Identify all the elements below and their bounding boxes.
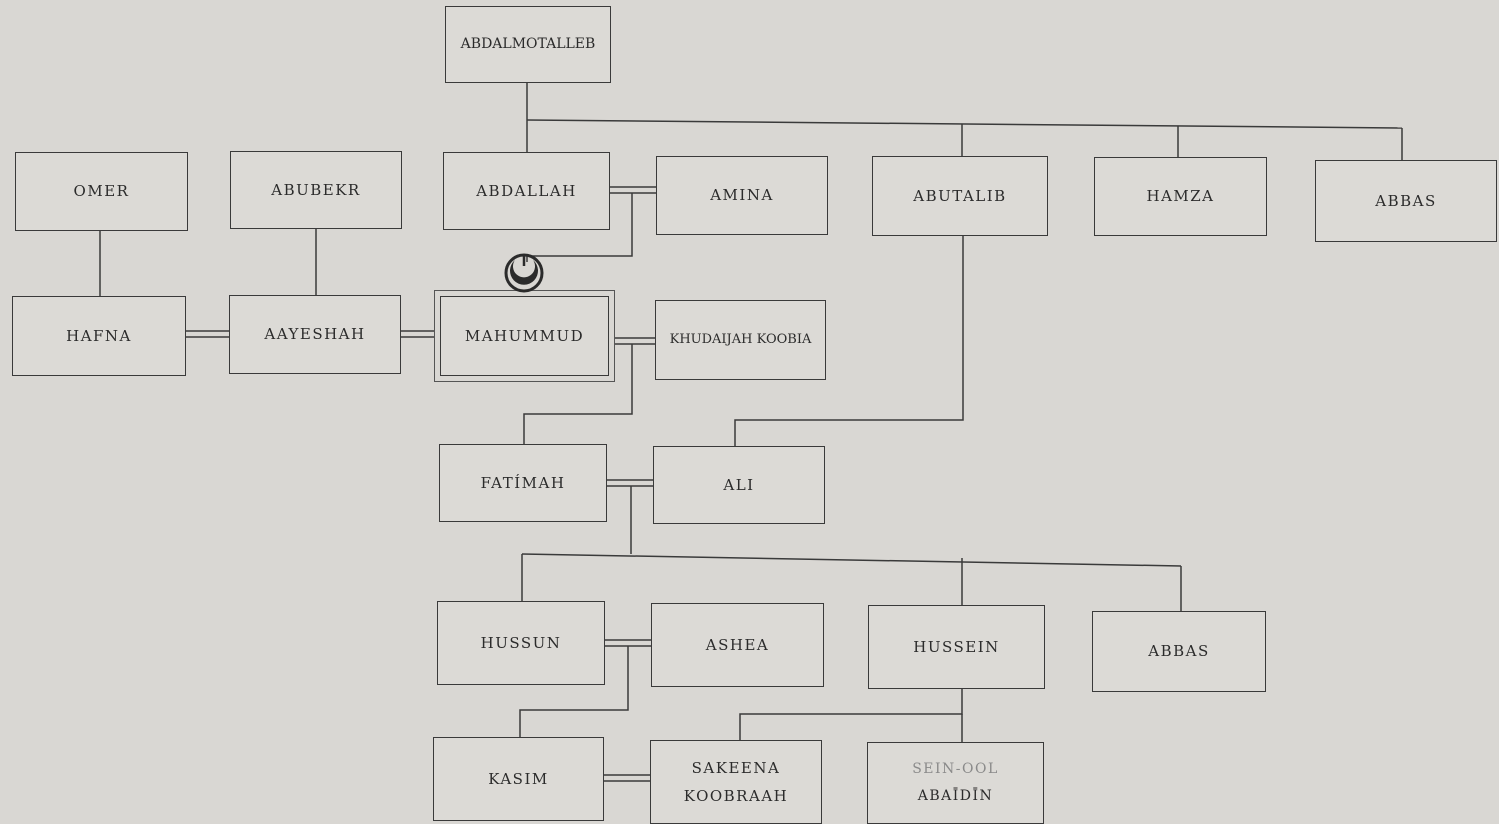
person-label: ALI [723, 475, 755, 494]
person-label: HAMZA [1146, 187, 1215, 206]
person-label-line1: SAKEENA [691, 758, 781, 777]
person-abdallah: ABDALLAH [443, 152, 610, 230]
person-label-line2: KOOBRAAH [683, 787, 789, 805]
person-label-line1: SEIN-OOL [912, 761, 999, 778]
person-kasim: KASIM [433, 737, 604, 821]
person-label: KASIM [488, 769, 549, 788]
person-abbas-son: ABBAS [1092, 611, 1266, 692]
person-hussein: HUSSEIN [868, 605, 1045, 689]
person-amina: AMINA [656, 156, 828, 235]
crescent-icon [504, 253, 544, 293]
person-abubekr: ABUBEKR [230, 151, 402, 229]
person-label: ABBAS [1375, 191, 1437, 210]
person-abbas-uncle: ABBAS [1315, 160, 1497, 242]
person-label-line2: ABAĪDĪN [917, 788, 994, 804]
person-zein-ool-abaidin: SEIN-OOL ABAĪDĪN [867, 742, 1044, 824]
person-label: OMER [73, 182, 130, 201]
person-label: MAHUMMUD [464, 326, 585, 345]
person-mahummud: MAHUMMUD [440, 296, 609, 376]
person-sakeena-koobraah: SAKEENA KOOBRAAH [650, 740, 822, 824]
person-aayeshah: AAYESHAH [229, 295, 401, 374]
person-label: ASHEA [705, 635, 770, 654]
person-label: ABUTALIB [913, 186, 1007, 205]
person-label: AMINA [710, 186, 774, 205]
person-label: ABUBEKR [271, 180, 361, 199]
person-label: ABDALMOTALLEB [460, 36, 596, 53]
person-fatimah: FATÍMAH [439, 444, 607, 522]
person-omer: OMER [15, 152, 188, 231]
person-label: HUSSUN [480, 633, 562, 652]
person-label: ABDALLAH [476, 181, 577, 200]
person-abdalmotalleb: ABDALMOTALLEB [445, 6, 611, 83]
person-hussun: HUSSUN [437, 601, 605, 685]
person-khudaijah-koobia: KHUDAIJAH KOOBIA [655, 300, 826, 380]
person-ashea: ASHEA [651, 603, 824, 687]
person-label: FATÍMAH [480, 473, 566, 492]
person-label: HUSSEIN [913, 637, 1000, 656]
person-label: HAFNA [66, 326, 132, 345]
person-label: ABBAS [1148, 642, 1210, 661]
person-label: AAYESHAH [264, 325, 366, 344]
person-hafna: HAFNA [12, 296, 186, 376]
person-abutalib: ABUTALIB [872, 156, 1048, 236]
person-hamza: HAMZA [1094, 157, 1267, 236]
person-label: KHUDAIJAH KOOBIA [669, 331, 812, 347]
person-ali: ALI [653, 446, 825, 524]
